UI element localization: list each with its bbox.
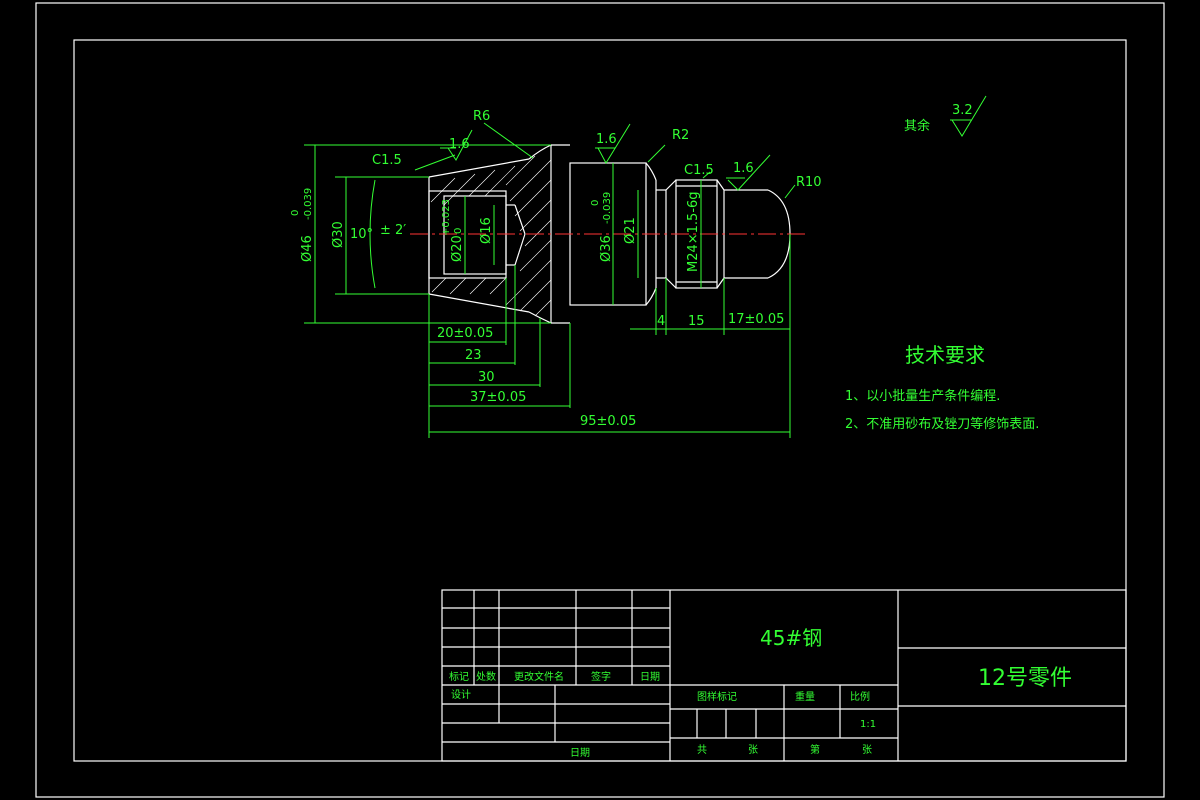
tech-req-item-1: 1、以小批量生产条件编程. bbox=[845, 388, 1000, 404]
sheet-no-label: 第 bbox=[810, 743, 820, 756]
roughness-rest-value: 3.2 bbox=[952, 103, 973, 118]
roughness-symbol-3 bbox=[726, 154, 771, 191]
dim-len-15: 15 bbox=[688, 314, 705, 329]
outer-border bbox=[35, 2, 1165, 798]
dim-len-23: 23 bbox=[465, 348, 482, 363]
dim-d46: Ø46 bbox=[300, 235, 315, 262]
date-label: 日期 bbox=[570, 747, 590, 759]
header-count: 处数 bbox=[476, 670, 496, 683]
dim-d46-tol-upper: 0 bbox=[290, 210, 301, 216]
dim-roughness-c: 1.6 bbox=[733, 161, 754, 176]
dim-angle: 10° bbox=[350, 227, 373, 242]
dim-d36-tol-upper: 0 bbox=[590, 200, 601, 206]
dim-c15-left: C1.5 bbox=[372, 153, 402, 168]
header-doc: 更改文件名 bbox=[514, 670, 564, 683]
roughness-rest-label: 其余 bbox=[904, 118, 930, 134]
dim-len-30: 30 bbox=[478, 370, 495, 385]
dim-angle-tol: ± 2′ bbox=[380, 223, 406, 238]
dim-len-95: 95±0.05 bbox=[580, 414, 636, 429]
sheets-total-label: 共 bbox=[697, 744, 707, 756]
roughness-rest-symbol bbox=[950, 95, 987, 137]
part-name: 12号零件 bbox=[978, 666, 1072, 691]
sheets-total-suffix: 张 bbox=[748, 744, 758, 756]
material: 45#钢 bbox=[760, 626, 822, 650]
sheet-no-suffix: 张 bbox=[862, 744, 872, 756]
title-block bbox=[441, 589, 1127, 762]
header-sign: 签字 bbox=[591, 670, 611, 683]
dim-d21: Ø21 bbox=[623, 217, 638, 244]
dim-len-20: 20±0.05 bbox=[437, 326, 493, 341]
dim-r2: R2 bbox=[672, 128, 689, 143]
dim-d20-tol-upper: +0.023 bbox=[441, 199, 452, 236]
dim-c15-right: C1.5 bbox=[684, 163, 714, 178]
dim-d20: Ø20 bbox=[450, 235, 465, 262]
dim-roughness-a: 1.6 bbox=[449, 137, 470, 152]
dimension-lines bbox=[304, 122, 796, 438]
dim-roughness-b: 1.6 bbox=[596, 132, 617, 147]
dim-d36: Ø36 bbox=[599, 235, 614, 262]
dim-d16: Ø16 bbox=[479, 217, 494, 244]
dim-r10: R10 bbox=[796, 175, 822, 190]
scale-value: 1:1 bbox=[860, 719, 876, 730]
dim-r6: R6 bbox=[473, 109, 490, 124]
header-date: 日期 bbox=[640, 671, 660, 683]
stage-mark-label: 图样标记 bbox=[697, 690, 737, 703]
section-hatching bbox=[430, 155, 552, 317]
roughness-symbol-2 bbox=[595, 123, 631, 165]
dim-len-17: 17±0.05 bbox=[728, 312, 784, 327]
dim-len-37: 37±0.05 bbox=[470, 390, 526, 405]
roughness-symbol-1 bbox=[440, 129, 473, 161]
designer-label: 设计 bbox=[451, 688, 471, 701]
dim-d30: Ø30 bbox=[331, 221, 346, 248]
header-mark: 标记 bbox=[449, 671, 469, 683]
dim-d36-tol-lower: -0.039 bbox=[602, 192, 613, 224]
dim-thread: M24×1.5-6g bbox=[686, 191, 701, 272]
weight-label: 重量 bbox=[795, 690, 815, 703]
dimension-texts: R6 R2 R10 C1.5 C1.5 1.6 1.6 1.6 20±0.05 … bbox=[290, 109, 822, 429]
dim-d20-tol-lower: 0 bbox=[453, 228, 464, 234]
tech-req-item-2: 2、不准用砂布及锉刀等修饰表面. bbox=[845, 416, 1039, 432]
scale-label: 比例 bbox=[850, 690, 870, 703]
dim-len-4: 4 bbox=[657, 314, 665, 329]
dim-d46-tol-lower: -0.039 bbox=[303, 188, 314, 220]
tech-req-title: 技术要求 bbox=[905, 343, 985, 367]
